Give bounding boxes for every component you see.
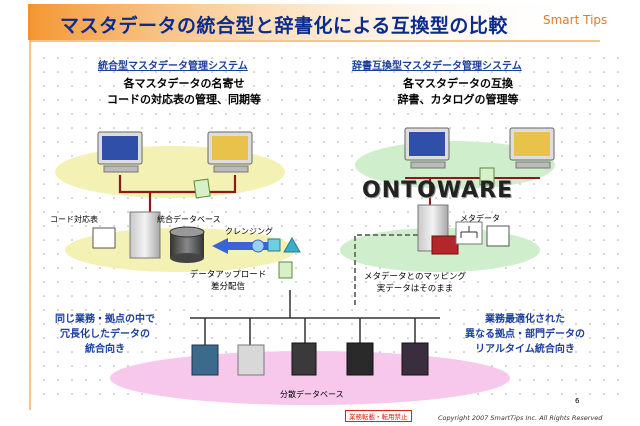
cleansing-circle-shape bbox=[251, 239, 265, 253]
distributed-server-3 bbox=[291, 342, 317, 376]
mapping-label-line2: 実データはそのまま bbox=[376, 284, 454, 294]
right-client-pc-2 bbox=[509, 127, 555, 169]
left-client-pc-2 bbox=[207, 131, 253, 173]
cleansing-square-shape bbox=[267, 238, 281, 252]
no-reprint-stamp: 業務転載・転用禁止 bbox=[345, 410, 412, 422]
integrated-db-label: 統合データベース bbox=[157, 215, 221, 224]
code-table-label: コード対応表 bbox=[50, 215, 98, 224]
right-metadata-book bbox=[431, 235, 459, 255]
left-desc-line1: 各マスタデータの名寄せ bbox=[123, 77, 245, 90]
left-note-line3: 統合向き bbox=[85, 344, 125, 355]
right-hierarchy-icon bbox=[455, 221, 483, 245]
metadata-label: メタデータ bbox=[460, 214, 500, 223]
left-integrated-db-cylinder bbox=[169, 226, 205, 263]
right-desc-line2: 辞書、カタログの管理等 bbox=[397, 93, 519, 106]
mapping-label-line1: メタデータとのマッピング bbox=[364, 272, 466, 282]
left-sync-connector bbox=[118, 175, 237, 194]
upload-document-icon bbox=[278, 261, 293, 279]
distributed-server-5 bbox=[401, 342, 429, 376]
left-section-title: 統合型マスタデータ管理システム bbox=[98, 61, 248, 72]
left-integrated-server bbox=[129, 211, 161, 259]
upload-label-line2: 差分配信 bbox=[210, 282, 245, 292]
cleansing-triangle-shape bbox=[283, 236, 301, 253]
copyright: Copyright 2007 SmartTips Inc. All Rights… bbox=[438, 414, 603, 422]
distributed-db-label: 分散データベース bbox=[280, 390, 344, 399]
ontoware-logo: ONTOWARE bbox=[362, 178, 514, 203]
smarttips-logo: Smart Tips bbox=[543, 13, 608, 27]
distributed-server-1 bbox=[191, 344, 219, 376]
page-number: 6 bbox=[575, 397, 580, 405]
distributed-server-2 bbox=[237, 344, 265, 376]
right-document-icon bbox=[479, 167, 495, 186]
right-dashed-mapping bbox=[354, 234, 430, 305]
left-note-line2: 冗長化したデータの bbox=[60, 329, 150, 340]
right-desc-line1: 各マスタデータの互換 bbox=[403, 77, 513, 90]
right-note-line3: リアルタイム統合向き bbox=[475, 344, 575, 355]
right-note-line1: 業務最適化された bbox=[485, 314, 565, 325]
left-desc-line2: コードの対応表の管理、同期等 bbox=[107, 93, 261, 106]
cleansing-label: クレンジング bbox=[225, 227, 273, 236]
right-section-title: 辞書互換型マスタデータ管理システム bbox=[352, 61, 522, 72]
left-client-pc-1 bbox=[97, 131, 143, 173]
upload-label-line1: データアップロード bbox=[189, 270, 267, 280]
left-document-icon bbox=[193, 178, 211, 199]
left-code-table-icon bbox=[92, 227, 116, 249]
distributed-server-4 bbox=[346, 342, 374, 376]
right-client-pc-1 bbox=[404, 127, 450, 169]
title-band bbox=[28, 4, 588, 40]
page-title: マスタデータの統合型と辞書化による互換型の比較 bbox=[60, 15, 508, 37]
right-note-line2: 異なる拠点・部門データの bbox=[465, 329, 585, 340]
left-note-line1: 同じ業務・拠点の中で bbox=[55, 314, 155, 325]
right-metadata-table-icon bbox=[486, 225, 510, 247]
